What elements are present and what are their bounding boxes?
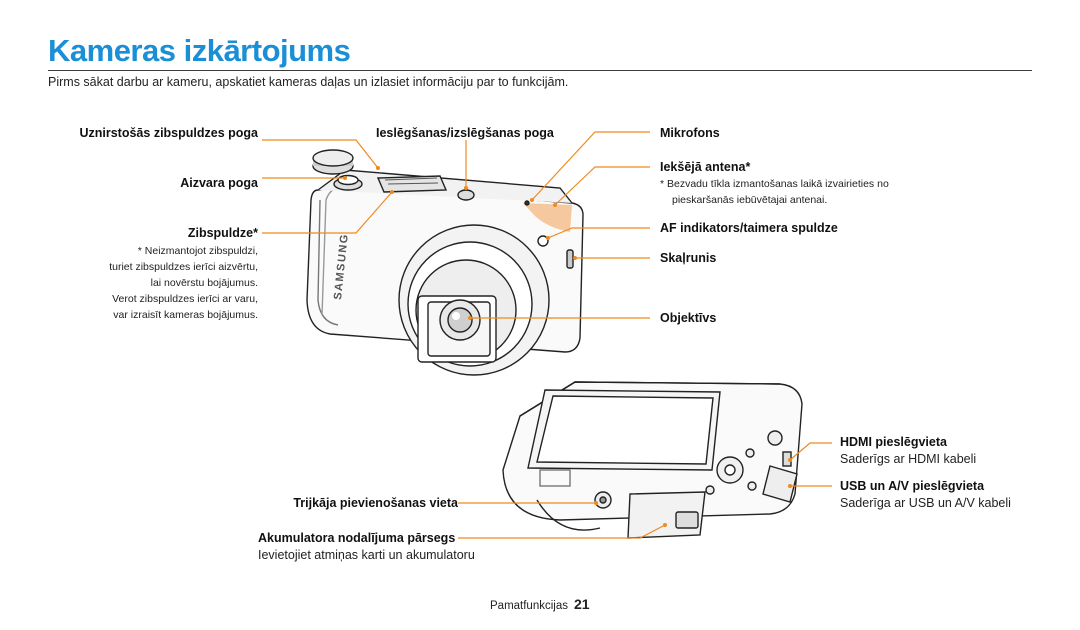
camera-front-illustration bbox=[306, 149, 584, 376]
flash-note-line: var izraisīt kameras bojājumus. bbox=[113, 309, 258, 321]
label-flash-button: Uznirstošās zibspuldzes poga bbox=[79, 126, 258, 140]
flash-note-line: lai novērstu bojājumus. bbox=[150, 277, 258, 289]
label-flash: Zibspuldze* bbox=[187, 226, 258, 240]
label-antenna: Iekšējā antena* bbox=[660, 160, 751, 174]
leader-flash-button bbox=[262, 139, 379, 169]
label-shutter: Aizvara poga bbox=[180, 176, 258, 190]
title-rule bbox=[48, 70, 1032, 71]
leader-endpoints bbox=[343, 166, 792, 527]
usb-sub: Saderīga ar USB un A/V kabeli bbox=[840, 496, 1011, 510]
leader-flash bbox=[262, 191, 393, 234]
antenna-note-line: * Bezvadu tīkla izmantošanas laikā izvai… bbox=[660, 178, 889, 190]
leader-mic bbox=[531, 131, 650, 201]
camera-bottom-illustration bbox=[502, 381, 803, 539]
leader-af bbox=[547, 227, 650, 239]
antenna-note: * Bezvadu tīkla izmantošanas laikā izvai… bbox=[660, 176, 889, 208]
leader-lines bbox=[262, 131, 832, 539]
flash-note-line: turiet zibspuldzes ierīci aizvērtu, bbox=[109, 261, 258, 273]
label-tripod: Trijkāja pievienošanas vieta bbox=[293, 496, 458, 510]
leader-battery bbox=[458, 524, 666, 539]
flash-note: * Neizmantojot zibspuldzi, turiet zibspu… bbox=[109, 243, 258, 323]
label-hdmi: HDMI pieslēgvieta bbox=[840, 435, 947, 449]
antenna-note-line: pieskaršanās iebūvētajai antenai. bbox=[672, 194, 828, 206]
footer-section: Pamatfunkcijas bbox=[490, 600, 568, 612]
flash-note-line: * Neizmantojot zibspuldzi, bbox=[137, 245, 258, 257]
page-title: Kameras izkārtojums bbox=[48, 33, 351, 68]
intro-text: Pirms sākat darbu ar kameru, apskatiet k… bbox=[48, 75, 569, 89]
leader-antenna bbox=[554, 166, 650, 206]
label-power: Ieslēgšanas/izslēgšanas poga bbox=[376, 126, 554, 140]
battery-sub: Ievietojiet atmiņas karti un akumulatoru bbox=[258, 548, 475, 562]
label-usb: USB un A/V pieslēgvieta bbox=[840, 479, 985, 493]
label-mic: Mikrofons bbox=[660, 126, 720, 140]
label-battery: Akumulatora nodalījuma pārsegs bbox=[258, 531, 456, 545]
hdmi-sub: Saderīgs ar HDMI kabeli bbox=[840, 452, 977, 466]
page-footer: Pamatfunkcijas 21 bbox=[490, 596, 590, 612]
page-number: 21 bbox=[573, 596, 590, 612]
label-speaker: Skaļrunis bbox=[660, 251, 717, 265]
leader-hdmi bbox=[789, 442, 832, 461]
flash-note-line: Verot zibspuldzes ierīci ar varu, bbox=[112, 293, 258, 305]
label-lens: Objektīvs bbox=[660, 311, 717, 325]
label-af-lamp: AF indikators/taimera spuldze bbox=[660, 221, 838, 235]
